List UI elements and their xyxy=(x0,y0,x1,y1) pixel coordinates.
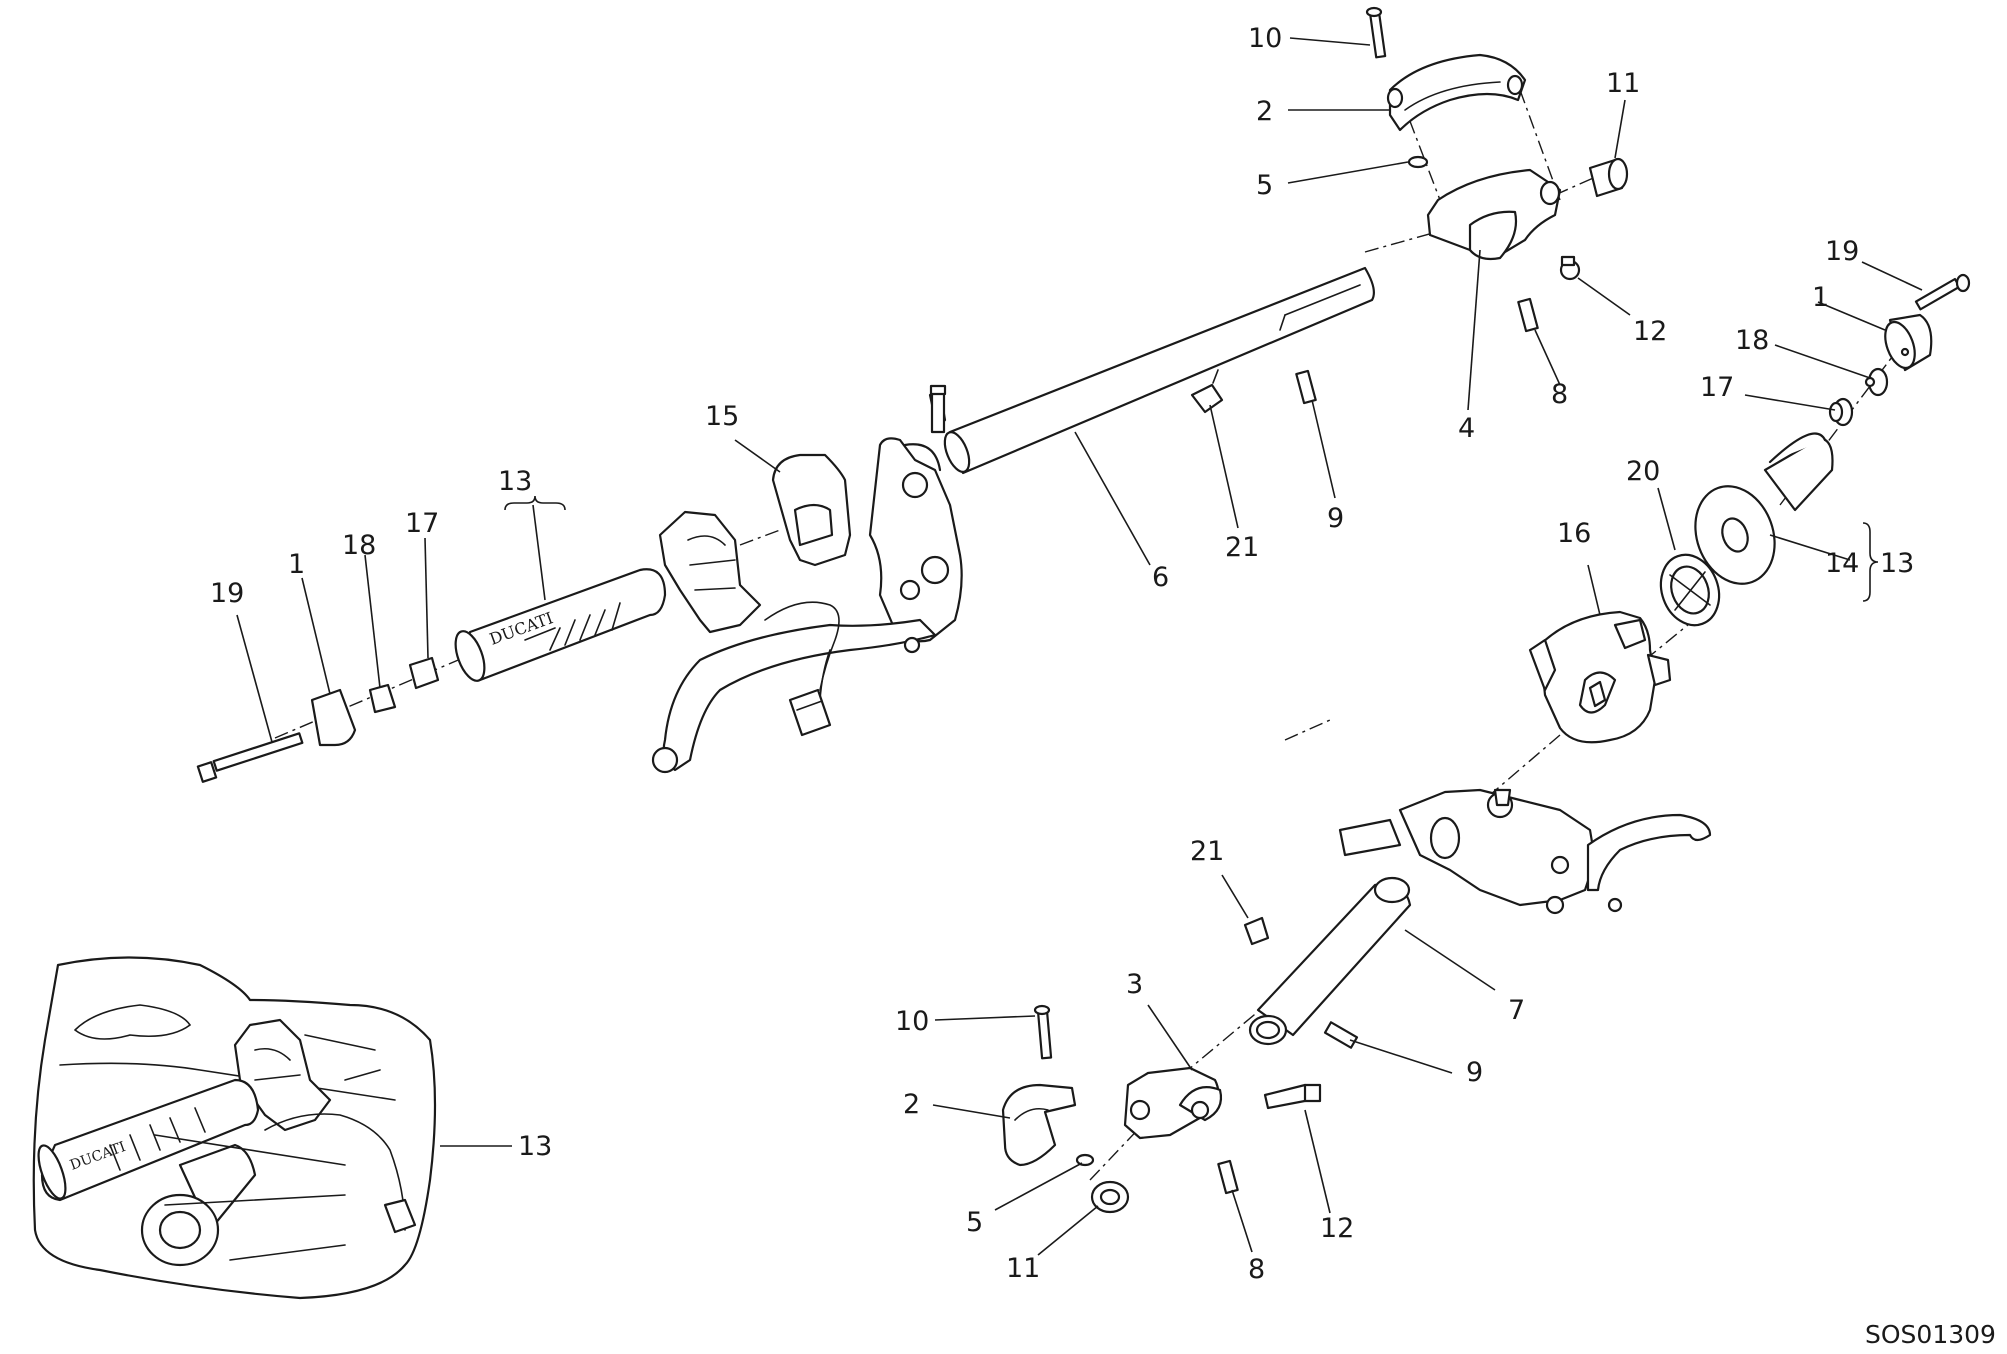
callout-11-bottom: 11 xyxy=(1006,1253,1040,1284)
callout-8-bottom: 8 xyxy=(1248,1254,1265,1285)
bushing-11-bottom xyxy=(1090,1180,1130,1214)
callout-16: 16 xyxy=(1557,518,1591,549)
pin-8-bottom xyxy=(1217,1159,1239,1195)
right-end-parts xyxy=(1338,273,1971,915)
callout-7: 7 xyxy=(1508,995,1525,1026)
drawing-code: SOS01309 xyxy=(1865,1320,1996,1349)
callout-13-inset: 13 xyxy=(518,1131,552,1162)
callout-12-bottom: 12 xyxy=(1320,1213,1354,1244)
ring-18-right xyxy=(1864,367,1889,397)
lower-clamp-assembly xyxy=(1001,1004,1322,1214)
bolt-19-left xyxy=(196,732,304,783)
callout-5-bottom: 5 xyxy=(966,1207,983,1238)
callout-21-top: 21 xyxy=(1225,532,1259,563)
clip-21-bottom xyxy=(1243,916,1270,946)
callout-5-top: 5 xyxy=(1256,170,1273,201)
callout-10-top: 10 xyxy=(1248,23,1282,54)
clamp-cap-2-bottom xyxy=(1001,1083,1077,1167)
pin-9-top xyxy=(1295,369,1317,405)
callout-6: 6 xyxy=(1152,562,1169,593)
pin-9-bottom xyxy=(1323,1021,1359,1049)
throttle-pulley-20 xyxy=(1659,553,1721,627)
bushing-11-top xyxy=(1588,157,1629,198)
callout-13-left: 13 xyxy=(498,466,532,497)
callout-17-right: 17 xyxy=(1700,372,1734,403)
callout-12-top: 12 xyxy=(1633,316,1667,347)
right-master-cylinder xyxy=(1338,788,1712,915)
left-switch-and-grip-13: DUCATI xyxy=(454,510,762,682)
callout-3: 3 xyxy=(1126,969,1143,1000)
callout-4: 4 xyxy=(1458,413,1475,444)
connector-left xyxy=(788,688,832,737)
callout-21-bottom: 21 xyxy=(1190,836,1224,867)
callout-9-bottom: 9 xyxy=(1466,1057,1483,1088)
bolt-19-right xyxy=(1914,273,1971,311)
screw-12-top xyxy=(1559,255,1581,281)
callout-19-left: 19 xyxy=(210,578,244,609)
callout-1-left: 1 xyxy=(288,549,305,580)
callout-15: 15 xyxy=(705,401,739,432)
callout-18-right: 18 xyxy=(1735,325,1769,356)
callout-8-top: 8 xyxy=(1551,379,1568,410)
callout-17-left: 17 xyxy=(405,508,439,539)
left-lever-assembly xyxy=(651,384,963,774)
callout-9-top: 9 xyxy=(1327,503,1344,534)
callout-2-bottom: 2 xyxy=(903,1089,920,1120)
group-braces xyxy=(504,495,1879,602)
callout-19-right: 19 xyxy=(1825,236,1859,267)
washer-5-top xyxy=(1407,155,1429,169)
pin-8-top xyxy=(1517,297,1539,333)
right-switch-housing-16 xyxy=(1528,610,1672,744)
lower-tube-7 xyxy=(1248,876,1412,1046)
end-weight-1-right xyxy=(1884,313,1933,372)
clamp-base-4 xyxy=(1426,168,1562,261)
handlebar-tube-6 xyxy=(943,266,1375,475)
washer-5-bottom xyxy=(1075,1153,1095,1167)
bolt-10-top xyxy=(1365,6,1387,59)
callout-18-left: 18 xyxy=(342,530,376,561)
upper-clamp-assembly xyxy=(1365,6,1629,333)
callout-13-right: 13 xyxy=(1880,548,1914,579)
ring-18-left xyxy=(368,683,397,714)
clamp-base-3 xyxy=(1123,1066,1223,1140)
leader-lines xyxy=(236,37,1923,1256)
spacer-17-left xyxy=(408,656,440,690)
spacer-17-right xyxy=(1828,397,1854,427)
callout-1-right: 1 xyxy=(1812,282,1829,313)
switch-cover-15 xyxy=(771,453,852,567)
callout-10-bottom: 10 xyxy=(895,1006,929,1037)
clip-21-top xyxy=(1190,369,1224,414)
callout-20: 20 xyxy=(1626,456,1660,487)
callout-14: 14 xyxy=(1825,548,1859,579)
left-end-parts xyxy=(196,656,440,783)
clamp-cap-2-top xyxy=(1386,53,1527,132)
callout-labels: 10 2 5 11 12 8 4 19 1 18 17 20 16 14 13 … xyxy=(210,23,1914,1285)
screw-12-bottom xyxy=(1263,1083,1322,1110)
grip-14-right xyxy=(1694,432,1834,585)
bolt-10-bottom xyxy=(1033,1004,1053,1060)
inset-grip-view: DUCATI xyxy=(32,956,437,1300)
callout-2-top: 2 xyxy=(1256,96,1273,127)
callout-11-top: 11 xyxy=(1606,68,1640,99)
end-weight-1-left xyxy=(310,688,357,747)
